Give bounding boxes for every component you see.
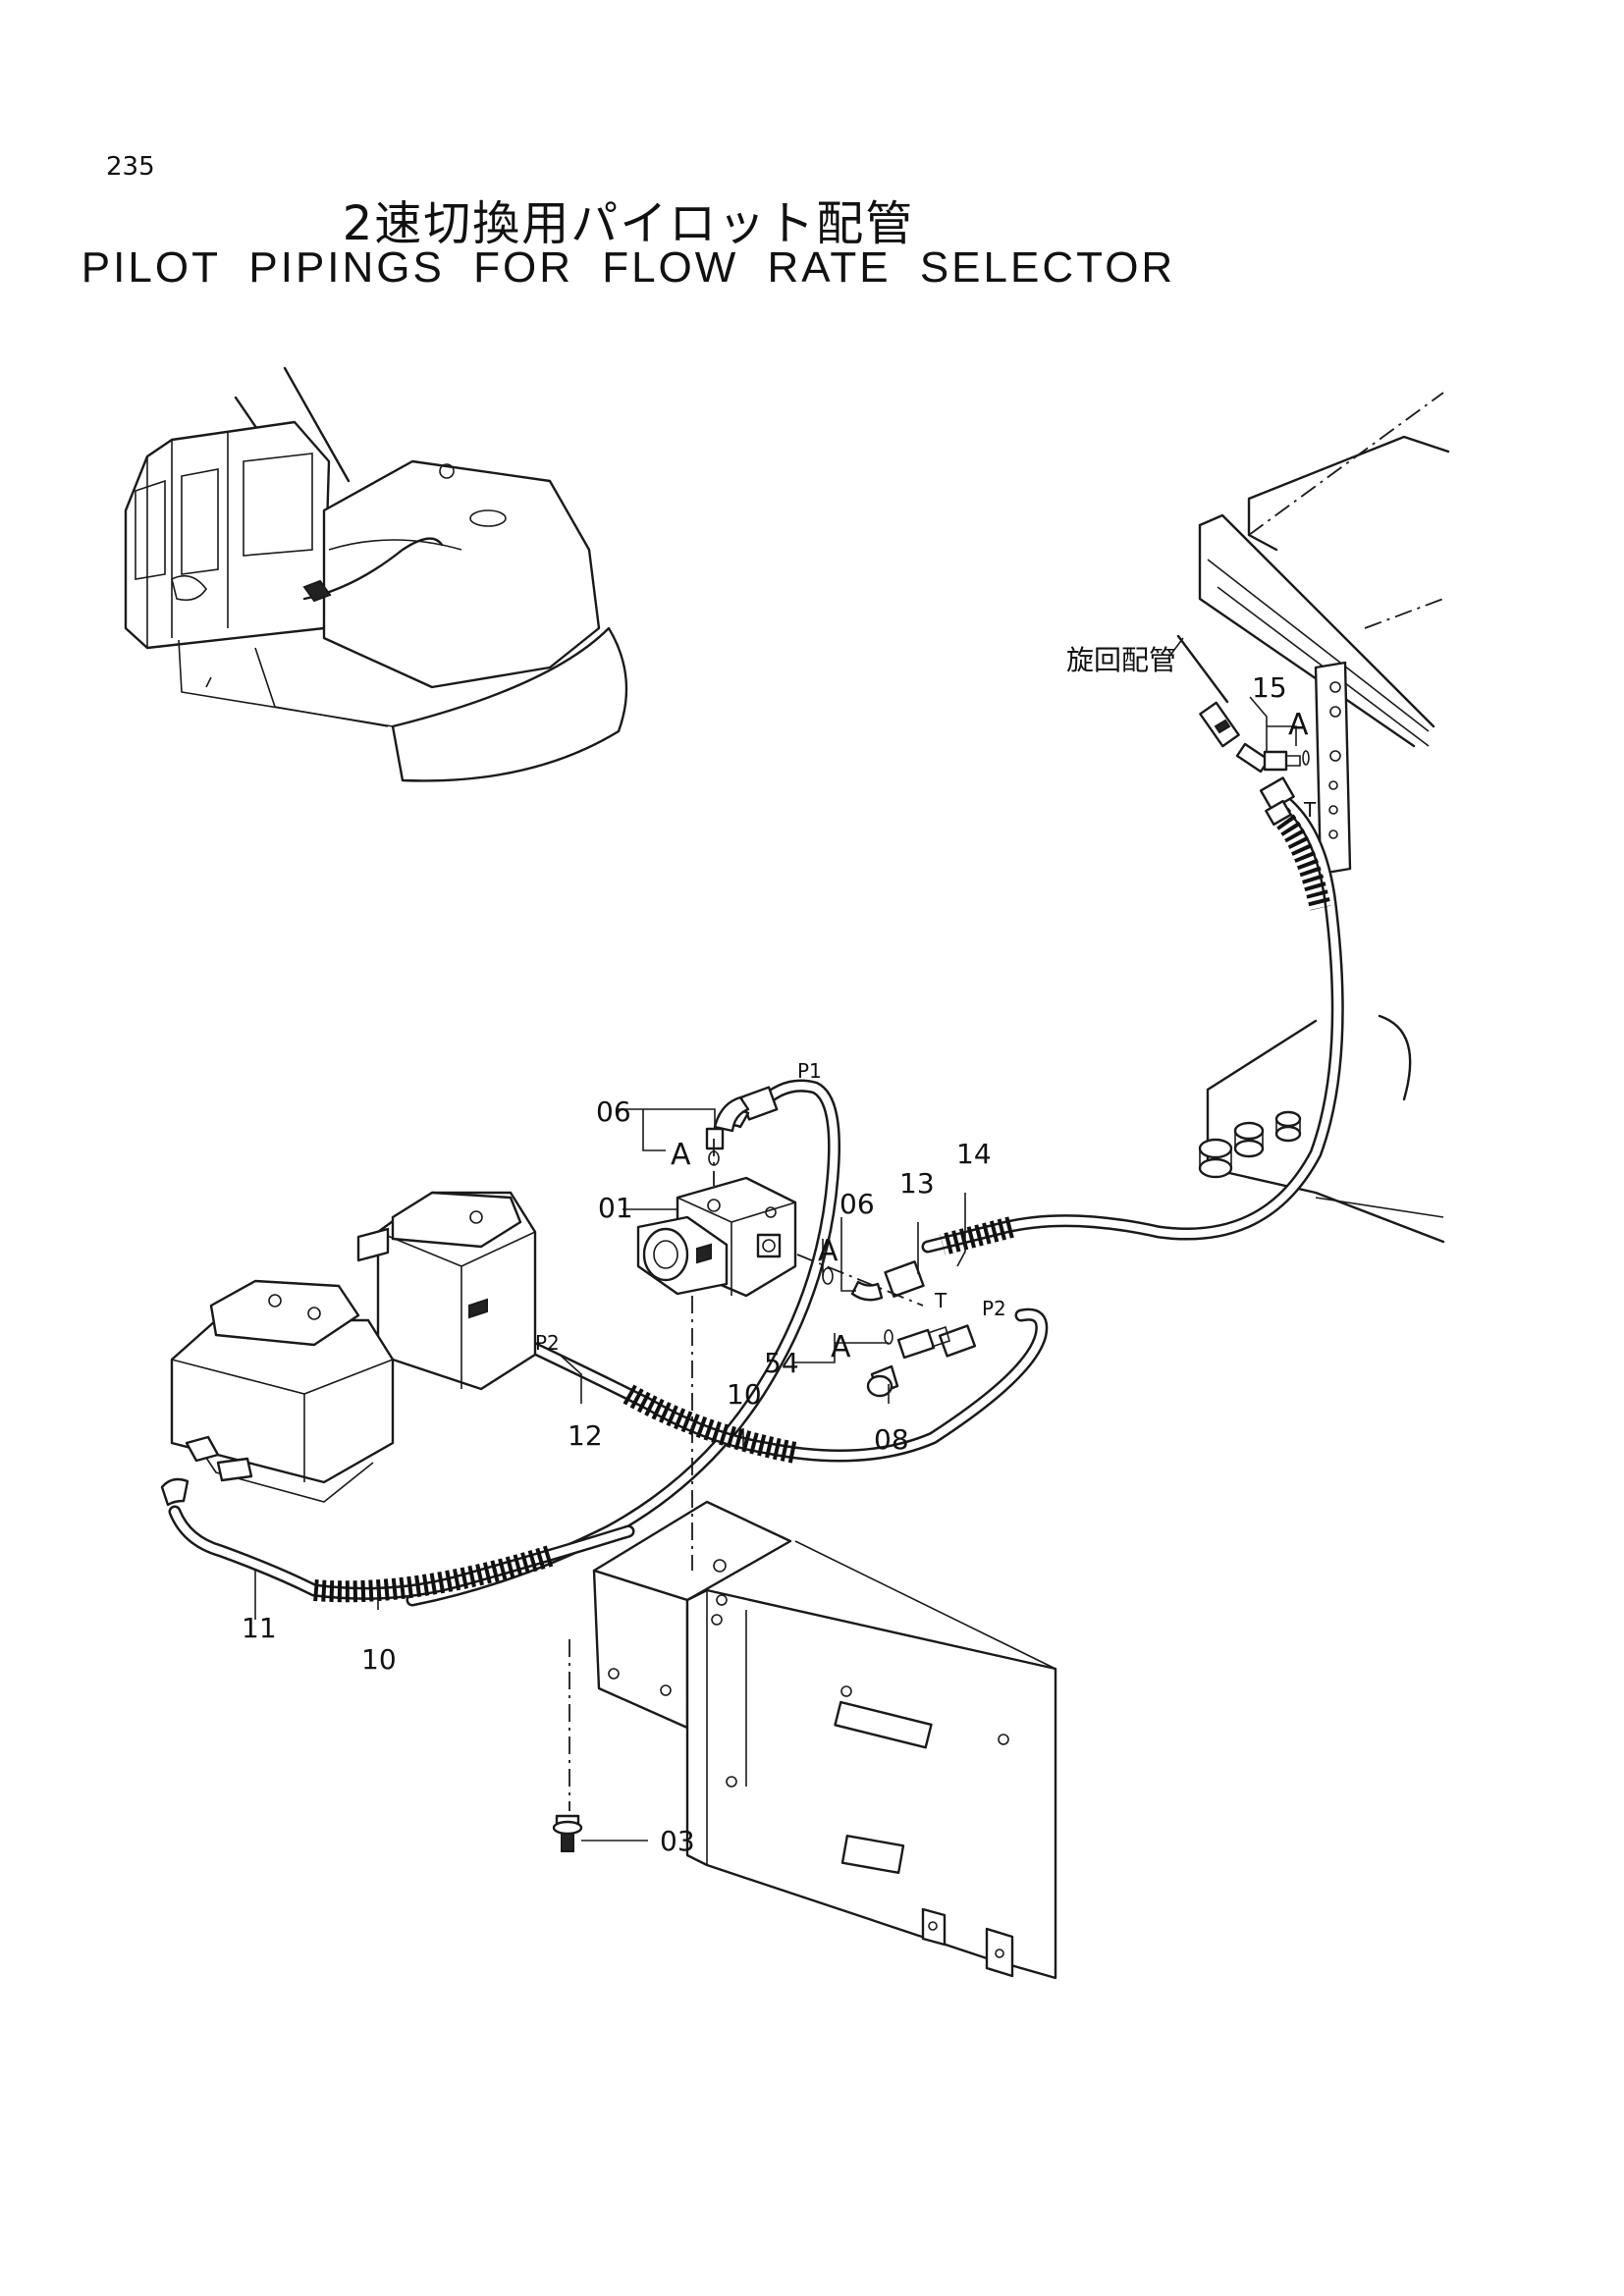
callout-08: 08 (874, 1423, 909, 1456)
title-english: PILOT PIPINGS FOR FLOW RATE SELECTOR (81, 243, 1176, 292)
port-p1: P1 (797, 1059, 822, 1083)
callout-14: 14 (956, 1138, 992, 1170)
page-number: 235 (106, 152, 155, 182)
port-p2-left: P2 (535, 1331, 560, 1355)
title-japanese: 2速切換用パイロット配管 (342, 196, 915, 251)
callout-54: 54 (764, 1347, 799, 1379)
callout-10-mid: 10 (727, 1378, 762, 1411)
fittings-54-08 (866, 1325, 950, 1398)
callout-13: 13 (899, 1167, 935, 1200)
callout-labels: 旋回配管 15 06 01 06 13 14 54 08 12 10 11 10… (242, 644, 1317, 1857)
callout-leader-lines (254, 637, 1297, 1842)
upper-frame-structure (1198, 392, 1450, 1244)
detail-mark-a-top: A (671, 1138, 691, 1172)
callout-15: 15 (1252, 671, 1287, 704)
swing-piping-connection (1176, 634, 1310, 774)
callout-10-low: 10 (361, 1643, 397, 1676)
control-valve-lower (170, 1279, 395, 1503)
control-valve-upper (356, 1191, 537, 1391)
callout-06-top: 06 (596, 1095, 631, 1128)
mounting-bracket (552, 1296, 1057, 1980)
port-t-right: T (1303, 798, 1317, 822)
callout-12: 12 (568, 1419, 603, 1452)
excavator-overview-illustration (124, 366, 628, 782)
callout-swing-piping: 旋回配管 (1066, 644, 1176, 676)
callout-03: 03 (660, 1825, 695, 1857)
selector-valve-01 (636, 1095, 925, 1307)
callout-06-mid: 06 (839, 1188, 875, 1220)
port-p2-right: P2 (982, 1297, 1006, 1320)
callout-01: 01 (598, 1192, 633, 1224)
detail-mark-a-mid: A (818, 1234, 839, 1268)
callout-11: 11 (242, 1612, 277, 1644)
port-t-mid: T (934, 1289, 947, 1312)
detail-mark-a-right: A (1288, 708, 1309, 742)
detail-mark-a-low: A (831, 1330, 851, 1364)
